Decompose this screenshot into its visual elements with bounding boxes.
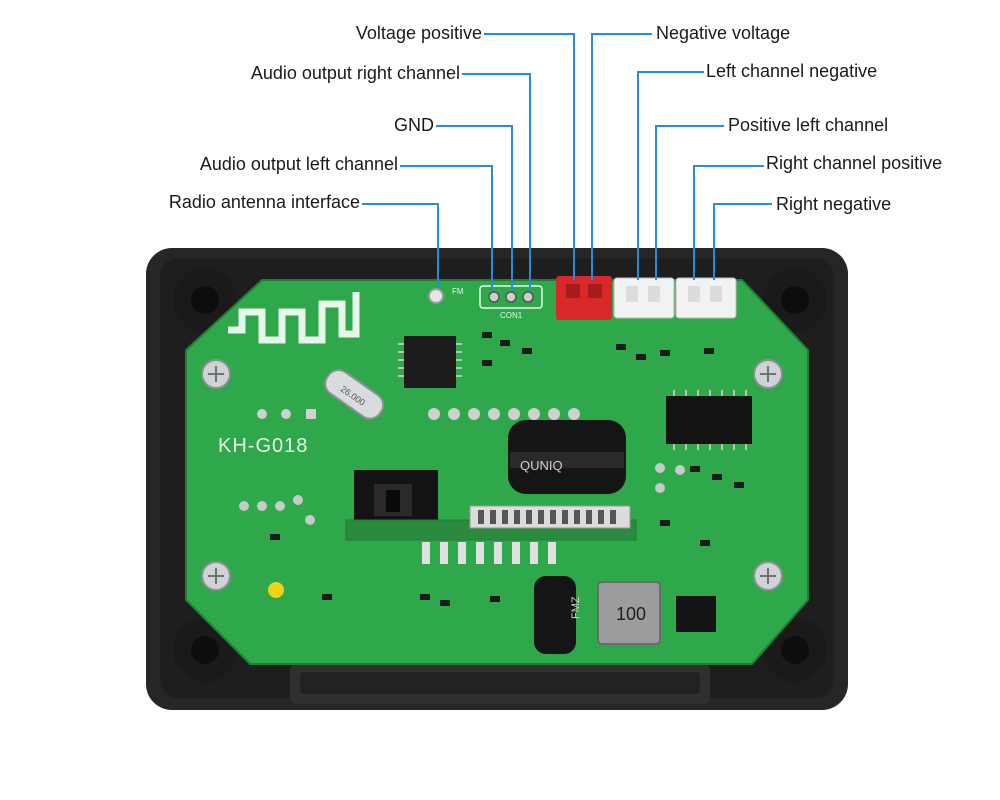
board-model-label: KH-G018 [218,435,308,457]
power-connector-red [556,276,612,320]
electrolytic-capacitor-large: QUNIQ [508,420,626,494]
mounting-boss-top-left [173,268,237,332]
label-right-negative: Right negative [776,194,892,214]
label-radio-antenna-interface: Radio antenna interface [168,192,360,212]
small-capacitor-label: FMZ [570,596,582,619]
screw-right-bottom [753,561,783,591]
leader-negative-voltage [591,33,652,280]
con1-label: CON1 [500,311,523,320]
leader-positive-left-channel [655,125,724,280]
label-positive-left-channel: Positive left channel [728,115,889,135]
mounting-boss-top-right [763,268,827,332]
amplifier-chip [666,396,752,444]
leader-radio-antenna-interface [362,203,439,288]
regulator-chip [676,596,716,632]
leader-audio-output-right-channel [462,73,531,290]
leader-gnd [436,125,513,290]
power-inductor: 100 [597,581,661,645]
right-speaker-connector [675,277,737,319]
capacitor-brand-label: QUNIQ [520,458,563,473]
screw-left-top [201,359,231,389]
electrolytic-capacitor-small: FMZ [534,576,582,654]
label-left-channel-negative: Left channel negative [706,61,878,81]
screw-left-bottom [201,561,231,591]
label-voltage-positive: Voltage positive [355,23,482,43]
smd-components [270,332,744,606]
leader-left-channel-negative [637,71,704,280]
leader-right-negative [713,203,772,280]
antenna-pad [428,288,444,304]
label-audio-output-left-channel: Audio output left channel [199,154,398,174]
display-pins [422,542,556,564]
leader-audio-output-left-channel [400,165,493,290]
inductor-label: 100 [616,604,646,624]
led-pad-row [428,408,580,420]
leader-lines [362,33,772,290]
bluetooth-antenna-trace [228,292,360,344]
screw-right-top [753,359,783,389]
label-gnd: GND [394,115,434,135]
leader-voltage-positive [484,33,575,280]
antenna-pad-label: FM [452,287,464,296]
label-audio-output-right-channel: Audio output right channel [250,63,460,83]
crystal-oscillator: 26.000 [324,369,385,420]
label-negative-voltage: Negative voltage [656,23,791,43]
bluetooth-chip [404,336,456,388]
label-right-channel-positive: Right channel positive [766,153,943,173]
left-speaker-connector [613,277,675,319]
yellow-marker [268,582,284,598]
leader-right-channel-positive [693,165,764,280]
